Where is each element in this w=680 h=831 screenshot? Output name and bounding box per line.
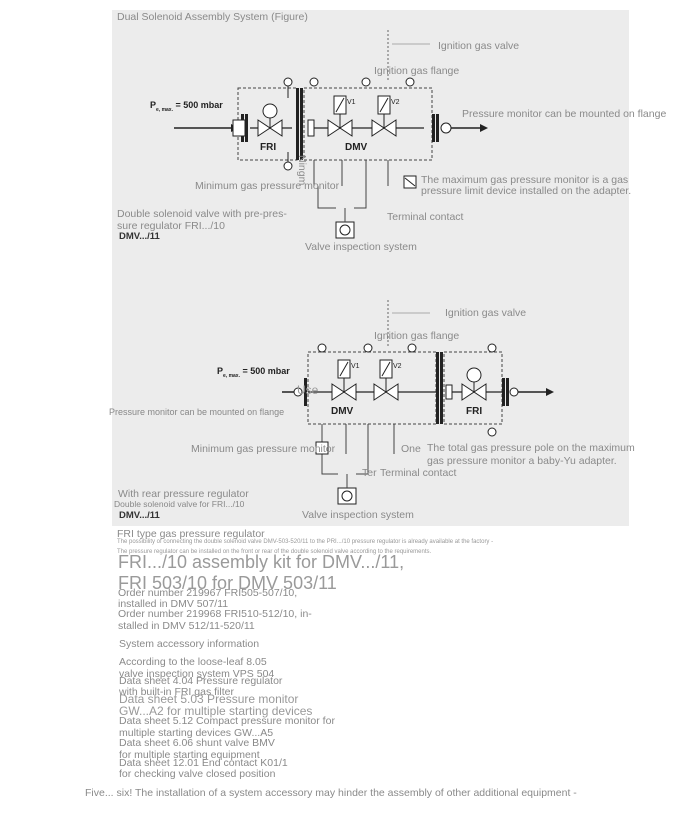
top-max-monitor-line1: The maximum gas pressure monitor is a ga… <box>421 174 629 186</box>
figure-panel: Dual Solenoid Assembly System (Figure) I… <box>109 10 666 526</box>
kit-title-line1: FRI.../10 assembly kit for DMV.../11, <box>118 552 405 572</box>
top-dmv-label: DMV <box>345 142 368 153</box>
top-pressure-rating: Pe, max. = 500 mbar <box>150 100 223 113</box>
bottom-one-label: One <box>401 443 421 455</box>
top-fri-label: FRI <box>260 142 277 153</box>
bottom-fri-label: FRI <box>466 406 483 417</box>
top-ignition-valve-label: Ignition gas valve <box>438 40 520 52</box>
footer-note: Five... six! The installation of a syste… <box>85 787 577 799</box>
order2-line2: stalled in DMV 512/11-520/11 <box>118 620 255 632</box>
bottom-use-label: Use <box>297 383 319 397</box>
bottom-ignition-flange-label: Ignition gas flange <box>374 330 460 342</box>
ds1201-line1: Data sheet 12.01 End contact K01/1 <box>119 757 288 769</box>
ds512-line2: multiple starting devices GW...A5 <box>119 727 274 739</box>
solenoid-diagram <box>174 30 554 505</box>
top-dmv-model: DMV.../11 <box>119 231 160 242</box>
bottom-rear-reg-label: With rear pressure regulator <box>118 488 249 500</box>
bottom-total-line2: gas pressure monitor a baby-Yu adapter. <box>427 455 617 467</box>
top-terminal-label: Terminal contact <box>387 211 464 223</box>
ds503-line1: Data sheet 5.03 Pressure monitor <box>119 692 299 706</box>
top-v2-label: V2 <box>391 99 400 106</box>
bottom-assembly <box>282 300 554 505</box>
ds512-line1: Data sheet 5.12 Compact pressure monitor… <box>119 715 335 727</box>
bottom-v2-label: V2 <box>393 363 402 370</box>
figure-title: Dual Solenoid Assembly System (Figure) <box>117 11 308 23</box>
ds1201-line2: for checking valve closed position <box>119 768 276 780</box>
bottom-dmv-label: DMV <box>331 406 354 417</box>
ds606-line1: Data sheet 6.06 shunt valve BMV <box>119 737 275 749</box>
top-pm-flange-label: Pressure monitor can be mounted on flang… <box>462 108 667 120</box>
system-accessory-heading: System accessory information <box>119 638 260 650</box>
order1-line2: installed in DMV 507/11 <box>118 598 229 610</box>
bottom-ignition-valve-label: Ignition gas valve <box>445 307 527 319</box>
bottom-ter-label: Ter <box>362 467 377 479</box>
small-note-1: The possibility of connecting the double… <box>117 539 494 545</box>
ds404-line1: Data sheet 4.04 Pressure regulator <box>119 675 283 687</box>
loose-leaf-line2: valve inspection system VPS 504 <box>119 668 275 680</box>
kit-title-line2: FRI 503/10 for DMV 503/11 <box>118 573 337 593</box>
top-ignition-flange-label: Ignition gas flange <box>374 65 460 77</box>
top-dsv-line1: Double solenoid valve with pre-pres- <box>117 208 287 220</box>
top-vis-label: Valve inspection system <box>305 241 417 253</box>
fri-type-heading: FRI type gas pressure regulator <box>117 528 265 540</box>
top-min-monitor-label: Minimum gas pressure monitor <box>195 180 340 192</box>
order2-line1: Order number 219968 FRI510-512/10, in- <box>118 608 312 620</box>
bottom-terminal-label: Terminal contact <box>380 467 457 479</box>
bottom-pressure-rating: Pe, max. = 500 mbar <box>217 366 290 379</box>
ds606-line2: for multiple starting equipment <box>119 749 260 761</box>
ds404-line2: with built-in FRI gas filter <box>119 686 234 698</box>
top-max-monitor-line2: pressure limit device installed on the a… <box>421 185 632 197</box>
bottom-dmv-model: DMV.../11 <box>119 510 160 521</box>
top-dsv-line2: sure regulator FRI.../10 <box>117 220 225 232</box>
bottom-min-monitor-label: Minimum gas pressure monitor <box>191 443 336 455</box>
bottom-vis-label: Valve inspection system <box>302 509 414 521</box>
bottom-total-line1: The total gas pressure pole on the maxim… <box>427 442 635 454</box>
ds503-line2: GW...A2 for multiple starting devices <box>119 704 313 718</box>
loose-leaf-line1: According to the loose-leaf 8.05 <box>119 656 267 668</box>
bottom-pm-flange-label: Pressure monitor can be mounted on flang… <box>109 407 285 417</box>
bottom-dsv-label: Double solenoid valve for FRI.../10 <box>114 499 245 509</box>
top-v1-label: V1 <box>347 99 356 106</box>
top-assembly <box>174 30 488 239</box>
small-note-2: The pressure regulator can be installed … <box>117 549 432 555</box>
order1-line1: Order number 219967 FRI505-507/10, <box>118 587 298 599</box>
bottom-v1-label: V1 <box>351 363 360 370</box>
top-vertical-label: Ningm <box>296 155 308 186</box>
